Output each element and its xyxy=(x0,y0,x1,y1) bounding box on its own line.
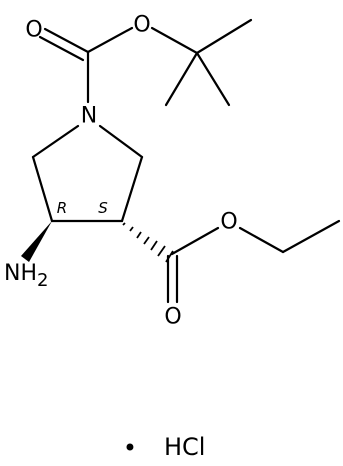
atom-nh2: NH2 xyxy=(4,261,48,291)
bond-o-ch2 xyxy=(238,226,285,254)
salt-formula: HCl xyxy=(164,433,205,461)
bond-tbu-me2 xyxy=(164,51,199,107)
bond-c-o-boc xyxy=(86,26,134,54)
atom-nh2-subscript: 2 xyxy=(37,270,48,291)
bond-tbu-me1 xyxy=(195,18,253,55)
atom-nh2-main: NH xyxy=(4,261,37,286)
atom-n-ring: N xyxy=(81,104,97,129)
bond-c2-c4 xyxy=(31,155,54,223)
bond-ester-c-o xyxy=(170,226,220,256)
atom-o-boc-ester: O xyxy=(133,13,150,38)
bond-carbonyl-top-2 xyxy=(38,35,85,62)
bond-c5-c3 xyxy=(120,155,144,223)
bond-n-c5 xyxy=(98,124,144,159)
stereo-label-r: R xyxy=(57,199,67,217)
atom-o-boc-carbonyl: O xyxy=(25,18,42,43)
atom-o-ester-carbonyl: O xyxy=(164,305,181,330)
bond-o-tbu xyxy=(150,26,199,55)
atom-o-ester: O xyxy=(220,210,237,235)
bond-ch2-ch3 xyxy=(281,219,341,254)
salt-dot: • xyxy=(123,434,137,462)
bond-tbu-me3 xyxy=(195,51,231,107)
wedge-bond-nh2 xyxy=(21,221,52,262)
bond-carbonyl-top-1 xyxy=(43,27,90,54)
stereo-label-s: S xyxy=(98,199,108,217)
bond-n-c2 xyxy=(31,124,80,159)
hash-bond-ester xyxy=(122,222,174,263)
